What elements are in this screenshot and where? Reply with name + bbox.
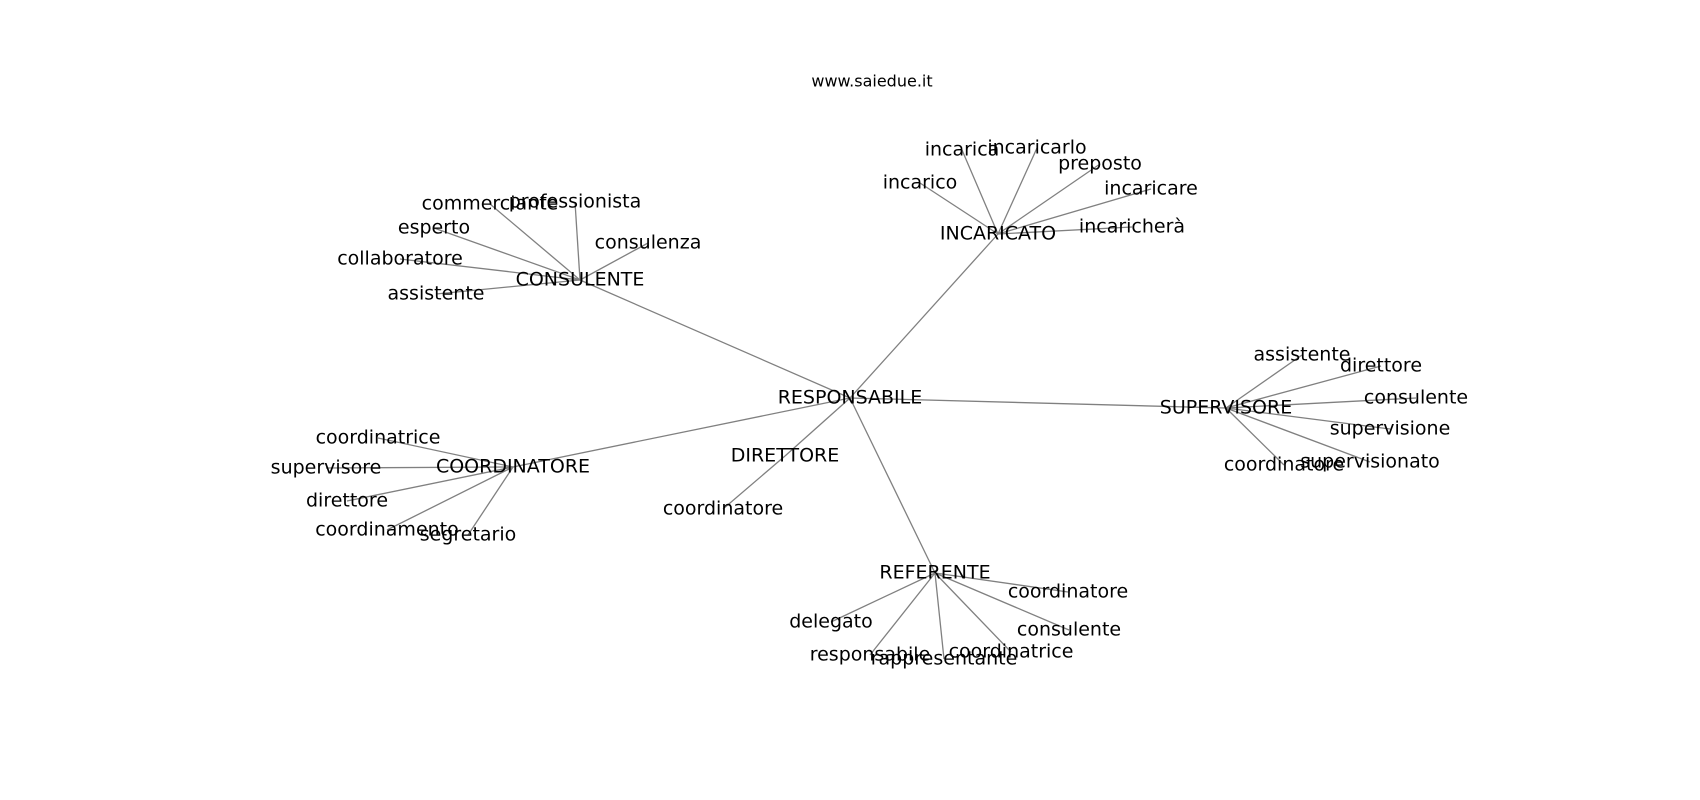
edge-supervisore-3 xyxy=(1225,407,1391,430)
leaf-node: consulente xyxy=(1364,387,1468,409)
leaf-node: incaricare xyxy=(1104,178,1198,200)
hub-node-supervisore: SUPERVISORE xyxy=(1160,397,1292,419)
edge-consulente-1 xyxy=(574,201,581,281)
edge-root-supervisore xyxy=(849,397,1227,409)
edge-incaricato-4 xyxy=(997,188,1152,235)
site-url: www.saiedue.it xyxy=(811,72,932,91)
edge-incaricato-3 xyxy=(919,182,999,235)
leaf-node: direttore xyxy=(306,490,388,512)
edge-referente-4 xyxy=(934,572,945,660)
leaf-node: coordinatrice xyxy=(949,641,1074,663)
edge-coordinatore-4 xyxy=(467,466,514,536)
leaf-node: delegato xyxy=(789,611,873,633)
edge-supervisore-5 xyxy=(1225,407,1371,463)
edge-root-referente xyxy=(849,397,936,574)
hub-node-referente: REFERENTE xyxy=(879,562,990,584)
edge-referente-0 xyxy=(934,572,1069,593)
leaf-node: supervisionato xyxy=(1300,451,1440,473)
edge-root-consulente xyxy=(579,279,851,399)
leaf-node: consulente xyxy=(1017,619,1121,641)
edge-consulente-4 xyxy=(399,258,581,281)
edge-referente-1 xyxy=(830,572,936,623)
edge-root-coordinatore xyxy=(512,397,851,468)
edge-referente-5 xyxy=(934,572,1012,653)
edge-consulente-3 xyxy=(433,227,581,281)
edge-coordinatore-1 xyxy=(325,466,514,469)
leaf-node: coordinatrice xyxy=(316,427,441,449)
hub-node-direttore: DIRETTORE xyxy=(731,445,839,467)
leaf-node: coordinatore xyxy=(1008,581,1128,603)
edge-coordinatore-3 xyxy=(386,466,514,531)
edge-supervisore-2 xyxy=(1225,397,1417,409)
leaf-node: rappresentante xyxy=(871,648,1018,670)
edge-direttore-0 xyxy=(722,455,786,510)
edge-referente-2 xyxy=(934,572,1070,631)
leaf-node: incaricherà xyxy=(1079,216,1185,238)
leaf-node: incarica xyxy=(925,139,1000,161)
edge-consulente-2 xyxy=(579,242,649,281)
leaf-node: coordinatore xyxy=(1224,454,1344,476)
edge-root-direttore xyxy=(784,397,851,457)
edge-root-incaricato xyxy=(849,233,999,399)
edge-supervisore-0 xyxy=(1225,354,1303,409)
edge-supervisore-1 xyxy=(1225,365,1382,409)
edge-incaricato-5 xyxy=(997,226,1133,235)
edge-incaricato-1 xyxy=(997,147,1038,235)
edge-coordinatore-2 xyxy=(346,466,514,502)
hub-node-incaricato: INCARICATO xyxy=(940,223,1056,245)
leaf-node: assistente xyxy=(1254,344,1351,366)
leaf-node: incarico xyxy=(883,172,958,194)
leaf-node: preposto xyxy=(1058,153,1142,175)
graph-edges xyxy=(325,147,1417,660)
leaf-node: assistente xyxy=(388,283,485,305)
edge-incaricato-0 xyxy=(961,149,999,235)
leaf-node: coordinamento xyxy=(315,519,459,541)
leaf-node: incaricarlo xyxy=(987,137,1086,159)
graph-nodes: RESPONSABILE CONSULENTE commercianteprofes… xyxy=(271,137,1468,670)
edge-consulente-5 xyxy=(435,279,581,295)
leaf-node: collaboratore xyxy=(337,248,463,270)
leaf-node: commerciante xyxy=(422,193,559,215)
leaf-node: supervisore xyxy=(271,457,382,479)
leaf-node: professionista xyxy=(509,191,641,213)
edge-referente-3 xyxy=(869,572,936,656)
leaf-node: segretario xyxy=(420,524,517,546)
hub-node-coordinatore: COORDINATORE xyxy=(436,456,590,478)
edge-supervisore-4 xyxy=(1225,407,1285,466)
leaf-node: esperto xyxy=(398,217,470,239)
edge-incaricato-2 xyxy=(997,163,1101,235)
root-node: RESPONSABILE xyxy=(778,387,923,409)
leaf-node: direttore xyxy=(1340,355,1422,377)
edge-coordinatore-0 xyxy=(377,437,514,468)
edge-consulente-0 xyxy=(489,203,581,281)
leaf-node: responsabile xyxy=(810,644,931,666)
leaf-node: coordinatore xyxy=(663,498,783,520)
hub-node-consulente: CONSULENTE xyxy=(516,269,645,291)
leaf-node: supervisione xyxy=(1330,418,1451,440)
leaf-node: consulenza xyxy=(595,232,702,254)
